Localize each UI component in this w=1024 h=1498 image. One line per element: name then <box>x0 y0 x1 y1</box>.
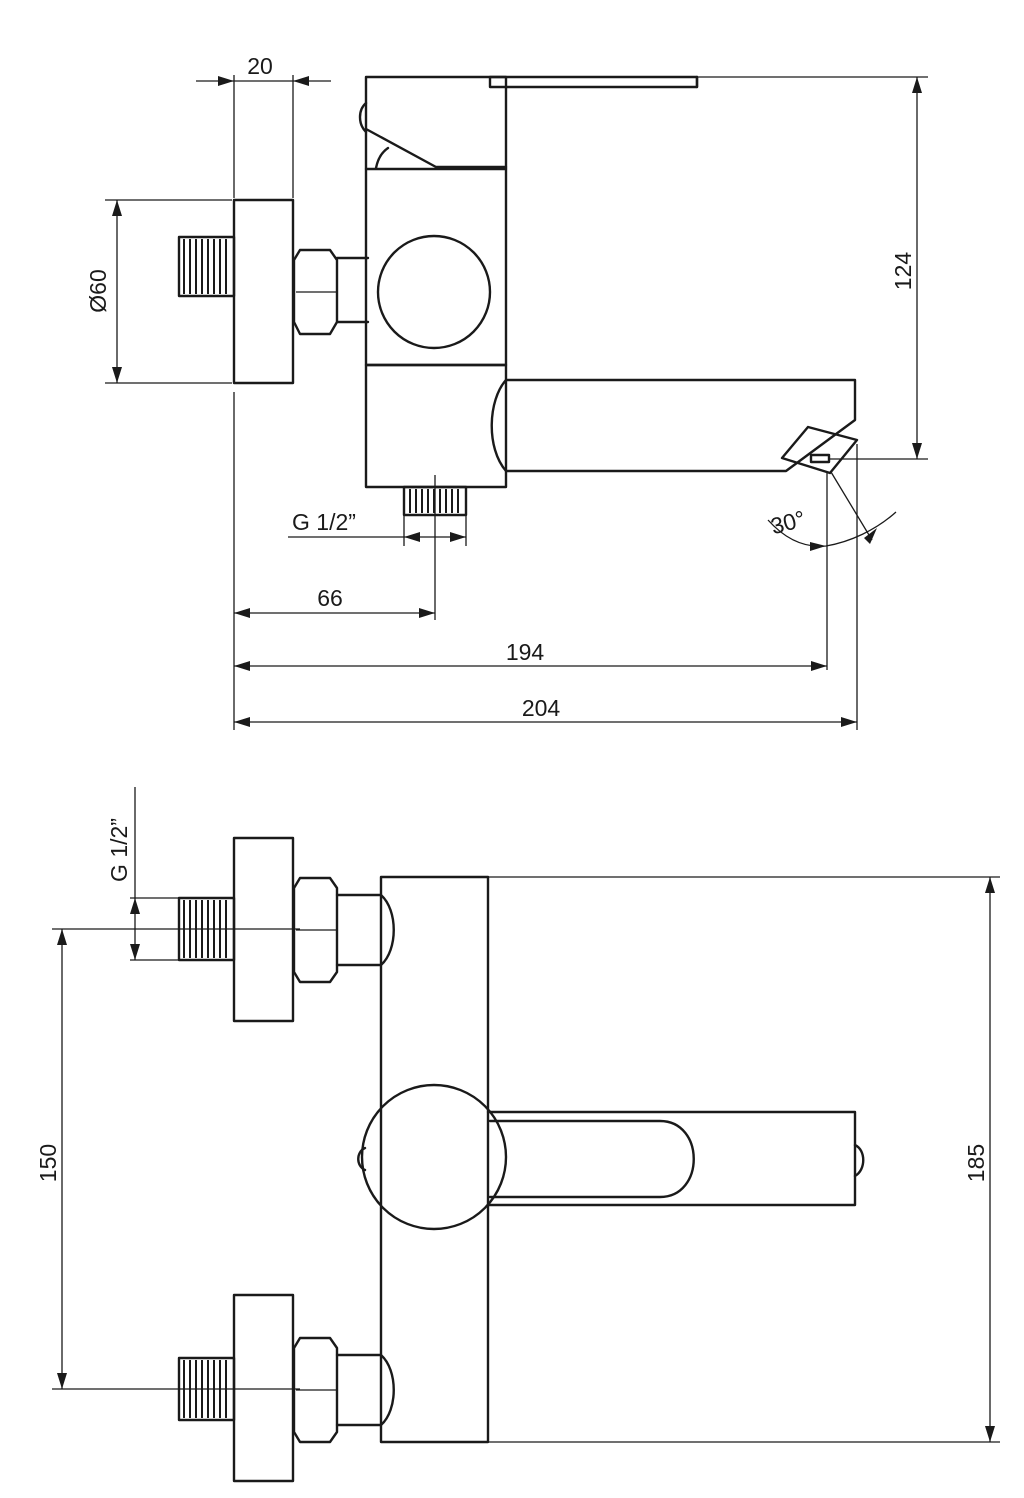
dim-66: 66 <box>233 392 435 730</box>
dim-20-label: 20 <box>247 53 273 79</box>
hex-nut <box>292 248 339 336</box>
dim-194-label: 194 <box>506 639 545 665</box>
side-view: 20 Ø60 124 G 1/2” <box>85 53 928 730</box>
threaded-inlet <box>177 235 236 298</box>
top-body <box>379 875 490 1444</box>
dim-flange-diameter: Ø60 <box>85 199 232 384</box>
lower-inlet <box>177 1293 395 1483</box>
dim-204-label: 204 <box>522 695 561 721</box>
diverter-knob <box>376 234 492 350</box>
dim-body-height: 185 <box>488 876 1000 1443</box>
lower-body <box>364 363 508 489</box>
dim-diameter-label: Ø60 <box>85 269 111 312</box>
spout <box>490 378 859 475</box>
dim-inlet-spacing: 150 <box>35 928 300 1390</box>
dim-height: 124 <box>697 76 928 460</box>
dim-150-label: 150 <box>35 1144 61 1182</box>
dim-194: 194 <box>234 639 827 671</box>
top-view: G 1/2” 150 185 <box>35 787 1000 1483</box>
dim-66-label: 66 <box>317 585 343 611</box>
wall-flange <box>232 198 295 385</box>
dim-185-label: 185 <box>963 1144 989 1182</box>
dim-124-label: 124 <box>890 252 916 291</box>
dim-spout-angle: 30° <box>767 471 897 670</box>
dim-inlet-thread: G 1/2” <box>106 787 179 961</box>
lever-handle <box>358 75 699 171</box>
dim-flange-thickness: 20 <box>196 53 331 198</box>
dim-thread-label: G 1/2” <box>292 509 356 535</box>
top-handle-spout <box>357 1083 865 1231</box>
dim-204: 204 <box>234 444 858 730</box>
dim-top-thread-label: G 1/2” <box>106 818 132 882</box>
dim-outlet-thread: G 1/2” <box>288 509 467 546</box>
bottom-outlet-thread <box>402 475 468 620</box>
dim-angle-label: 30° <box>768 505 808 539</box>
connecting-pipe <box>335 256 370 324</box>
